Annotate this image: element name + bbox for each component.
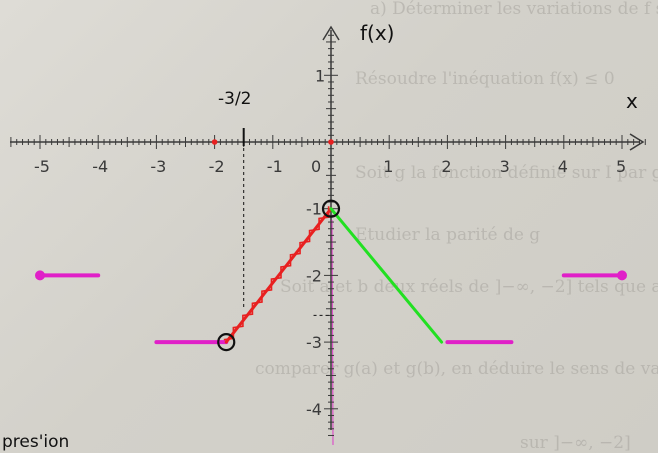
y-axis-label: f(x) — [360, 21, 394, 45]
x-tick-label: 5 — [616, 157, 626, 176]
bg-line-5: Soit a et b deux réels de ]−∞, −2] tels … — [280, 277, 658, 297]
fraction-annotation: -3/2 — [218, 89, 252, 109]
red-axis-mark — [211, 139, 218, 145]
y-tick-label: -4 — [306, 400, 322, 419]
x-tick-label: -1 — [267, 157, 283, 176]
graph-segments — [35, 206, 627, 345]
bg-line-1: a) Déterminer les variations de f sur[0,… — [370, 0, 658, 19]
x-tick-label: -2 — [209, 157, 225, 176]
x-tick-label: 1 — [383, 157, 393, 176]
red-axis-mark — [328, 139, 334, 145]
y-axis-arrow — [322, 25, 340, 41]
closed-endpoint-dot — [35, 270, 45, 281]
x-tick-label: -5 — [34, 157, 50, 176]
y-tick-label: -1 — [306, 200, 322, 219]
y-tick-label: -3 — [306, 333, 322, 352]
margin-note: pres'ion — [2, 432, 69, 452]
bg-line-4: Etudier la parité de g — [355, 225, 540, 245]
red-scribble-overlay — [223, 206, 330, 341]
bg-line-6: comparer g(a) et g(b), en déduire le sen… — [255, 359, 658, 379]
x-tick-label: 2 — [441, 157, 451, 176]
x-tick-label: -4 — [92, 157, 108, 176]
axis-ticks: -5 -4 -3 -2 -1 0 1 2 3 4 5 1 -1 -2 -3 -4 — [10, 34, 646, 436]
x-tick-label: 3 — [500, 157, 510, 176]
x-tick-label: -3 — [150, 157, 166, 176]
open-endpoint-circle — [217, 333, 236, 352]
bg-line-2: Résoudre l'inéquation f(x) ≤ 0 — [355, 69, 615, 89]
y-tick-label: -2 — [306, 266, 322, 285]
dashed-guides — [242, 128, 331, 316]
x-tick-label: 4 — [558, 157, 568, 176]
y-tick-label: 1 — [315, 66, 325, 85]
open-endpoint-circle — [321, 199, 341, 218]
x-axis-label: x — [626, 89, 638, 113]
y-axis-pink-trace — [331, 219, 334, 446]
bg-line-3: Soit g la fonction définie sur I par g(x… — [355, 163, 658, 183]
bg-line-7: sur ]−∞, −2] — [520, 433, 631, 453]
x-axis-arrow — [629, 133, 645, 151]
x-tick-label: 0 — [311, 157, 321, 176]
point-markers — [211, 139, 341, 352]
graph-segment-green — [329, 207, 444, 344]
axes — [10, 25, 645, 446]
closed-endpoint-dot — [617, 270, 627, 281]
